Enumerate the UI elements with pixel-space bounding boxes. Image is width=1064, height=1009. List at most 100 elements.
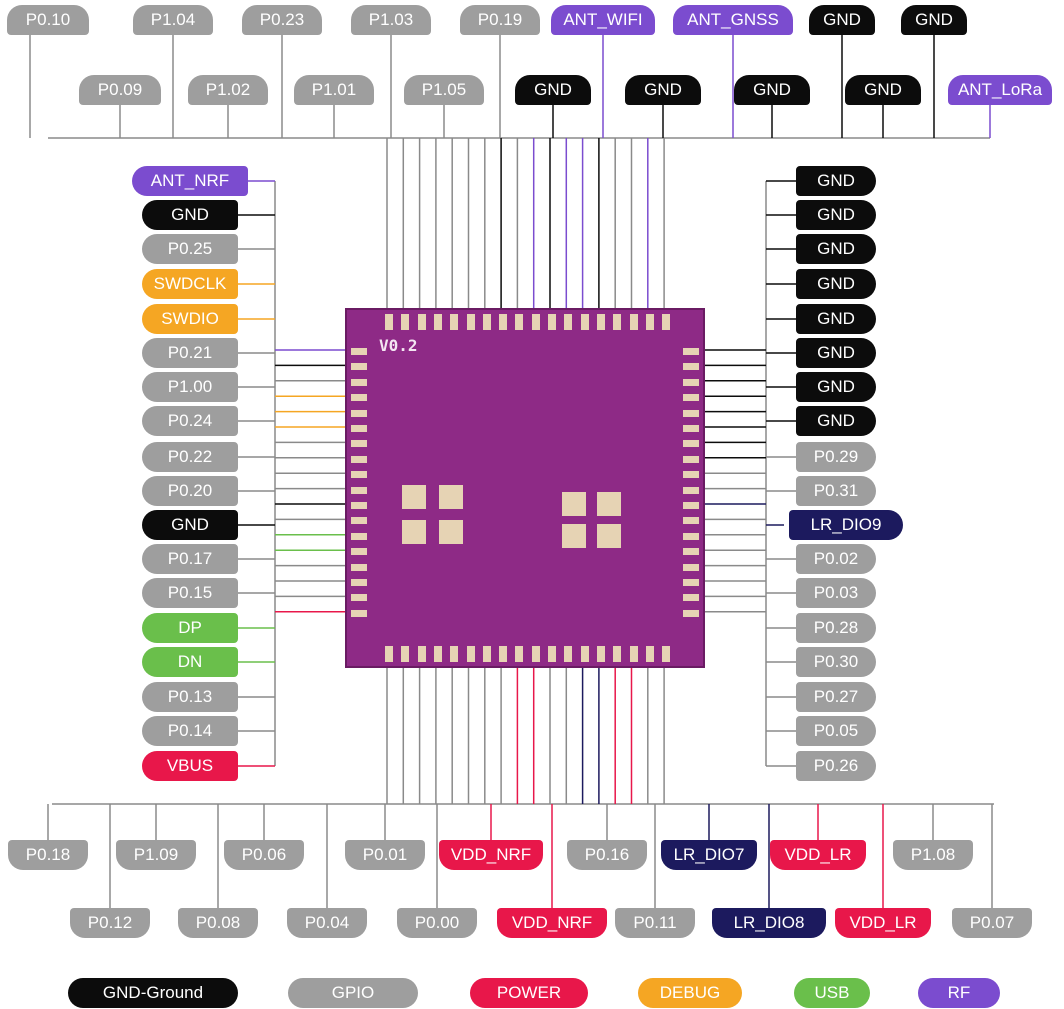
pin-label-lr-dio8: LR_DIO8: [712, 908, 826, 938]
chip-thermal-pad: [562, 492, 586, 516]
pin-label-lr-dio7: LR_DIO7: [661, 840, 757, 870]
module-chip: V0.2: [345, 308, 705, 668]
pin-label-gnd: GND: [796, 234, 876, 264]
pin-label-gnd: GND: [901, 5, 967, 35]
chip-pad-bottom: [531, 646, 540, 662]
chip-pad-bottom: [450, 646, 459, 662]
pin-label-p1-03: P1.03: [351, 5, 431, 35]
chip-pad-left: [351, 363, 367, 371]
pin-label-gnd: GND: [796, 200, 876, 230]
chip-pad-bottom: [613, 646, 622, 662]
pin-label-gnd: GND: [142, 510, 238, 540]
chip-pad-top: [596, 314, 605, 330]
legend-item-gpio: GPIO: [288, 978, 418, 1008]
chip-pad-right: [683, 363, 699, 371]
pin-label-p0-10: P0.10: [7, 5, 89, 35]
chip-pad-right: [683, 548, 699, 556]
pin-label-p1-08: P1.08: [893, 840, 973, 870]
chip-thermal-pad: [402, 485, 426, 509]
pin-label-p0-27: P0.27: [796, 682, 876, 712]
pin-label-vdd-nrf: VDD_NRF: [439, 840, 543, 870]
pin-label-p1-09: P1.09: [116, 840, 196, 870]
chip-thermal-pad: [402, 520, 426, 544]
pin-label-dn: DN: [142, 647, 238, 677]
pin-label-gnd: GND: [734, 75, 810, 105]
pin-label-p0-08: P0.08: [178, 908, 258, 938]
chip-pad-bottom: [515, 646, 524, 662]
pin-label-p0-24: P0.24: [142, 406, 238, 436]
chip-pad-right: [683, 532, 699, 540]
chip-pad-bottom: [417, 646, 426, 662]
pin-label-gnd: GND: [796, 304, 876, 334]
chip-pad-top: [564, 314, 573, 330]
chip-thermal-pad: [597, 492, 621, 516]
pin-label-p0-19: P0.19: [460, 5, 540, 35]
pin-label-gnd: GND: [515, 75, 591, 105]
chip-pad-left: [351, 548, 367, 556]
pin-label-p1-02: P1.02: [188, 75, 268, 105]
pin-label-lr-dio9: LR_DIO9: [789, 510, 903, 540]
pin-label-p0-02: P0.02: [796, 544, 876, 574]
legend-item-rf: RF: [918, 978, 1000, 1008]
chip-pad-right: [683, 425, 699, 432]
chip-pad-right: [683, 486, 699, 494]
chip-pad-top: [499, 314, 508, 330]
chip-pad-right: [683, 502, 699, 509]
pin-label-p0-23: P0.23: [242, 5, 322, 35]
pin-label-gnd: GND: [796, 166, 876, 196]
chip-pad-bottom: [645, 646, 654, 662]
pin-label-dp: DP: [142, 613, 238, 643]
pin-label-swdio: SWDIO: [142, 304, 238, 334]
pin-label-p0-20: P0.20: [142, 476, 238, 506]
chip-pad-bottom: [629, 646, 638, 662]
chip-pad-bottom: [385, 646, 393, 662]
pin-label-gnd: GND: [796, 406, 876, 436]
chip-pad-left: [351, 471, 367, 479]
pin-label-p0-30: P0.30: [796, 647, 876, 677]
chip-pad-top: [531, 314, 540, 330]
chip-pad-left: [351, 486, 367, 494]
pin-label-p0-14: P0.14: [142, 716, 238, 746]
legend-item-gnd-ground: GND-Ground: [68, 978, 238, 1008]
legend-item-debug: DEBUG: [638, 978, 742, 1008]
chip-pad-left: [351, 579, 367, 586]
chip-pad-bottom: [580, 646, 589, 662]
chip-pad-left: [351, 609, 367, 617]
chip-pad-bottom: [499, 646, 508, 662]
pin-label-p0-16: P0.16: [567, 840, 647, 870]
pin-label-p0-00: P0.00: [397, 908, 477, 938]
chip-pad-right: [683, 455, 699, 463]
chip-pad-left: [351, 532, 367, 540]
pin-label-p1-00: P1.00: [142, 372, 238, 402]
chip-pad-right: [683, 609, 699, 617]
pin-label-p1-04: P1.04: [133, 5, 213, 35]
pin-label-vbus: VBUS: [142, 751, 238, 781]
pin-label-vdd-nrf: VDD_NRF: [497, 908, 607, 938]
chip-thermal-pad: [597, 524, 621, 548]
chip-pad-left: [351, 455, 367, 463]
chip-thermal-pad: [562, 524, 586, 548]
pin-label-ant-nrf: ANT_NRF: [132, 166, 248, 196]
pin-label-p0-01: P0.01: [345, 840, 425, 870]
chip-pad-bottom: [433, 646, 442, 662]
chip-pad-left: [351, 563, 367, 571]
chip-pad-right: [683, 394, 699, 402]
pin-label-gnd: GND: [142, 200, 238, 230]
legend-item-power: POWER: [470, 978, 588, 1008]
chip-pad-right: [683, 563, 699, 571]
pin-label-p0-11: P0.11: [615, 908, 695, 938]
chip-pad-top: [450, 314, 459, 330]
chip-pad-right: [683, 471, 699, 479]
chip-pad-left: [351, 409, 367, 417]
pin-label-p0-28: P0.28: [796, 613, 876, 643]
pin-label-p0-26: P0.26: [796, 751, 876, 781]
pin-label-gnd: GND: [796, 269, 876, 299]
pin-label-p0-29: P0.29: [796, 442, 876, 472]
pin-label-p0-05: P0.05: [796, 716, 876, 746]
pin-label-gnd: GND: [845, 75, 921, 105]
chip-pad-left: [351, 502, 367, 509]
chip-pad-top: [629, 314, 638, 330]
pin-label-p0-09: P0.09: [79, 75, 161, 105]
chip-pad-left: [351, 594, 367, 602]
